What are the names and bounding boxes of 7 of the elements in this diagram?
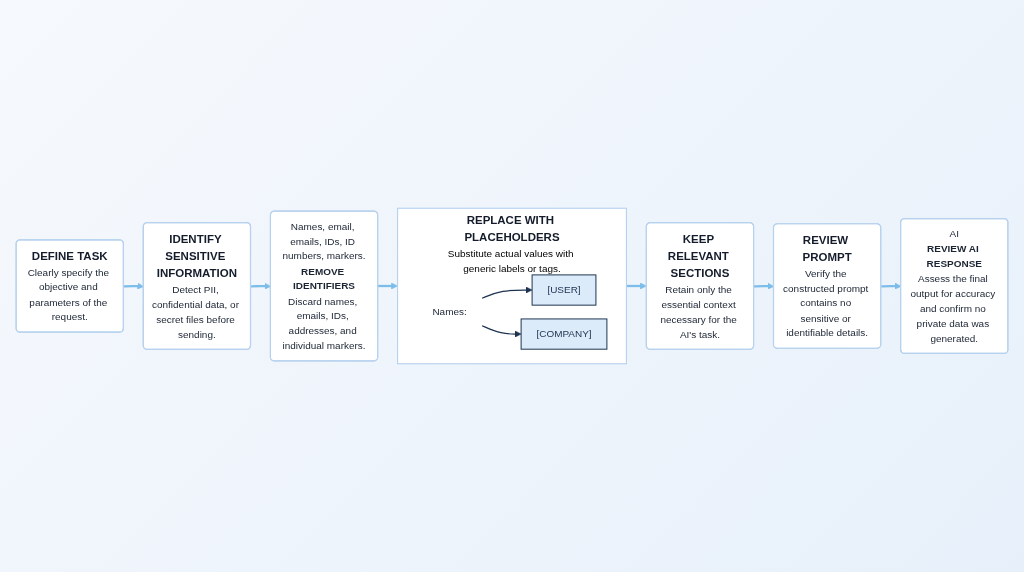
- node-text: Names:: [432, 306, 467, 318]
- arrow: [481, 286, 533, 299]
- node-box: [COMPANY]: [520, 318, 608, 350]
- arrow: [123, 282, 144, 290]
- arrow: [377, 282, 398, 290]
- arrow: [481, 325, 522, 338]
- node-box: [USER]: [531, 274, 597, 306]
